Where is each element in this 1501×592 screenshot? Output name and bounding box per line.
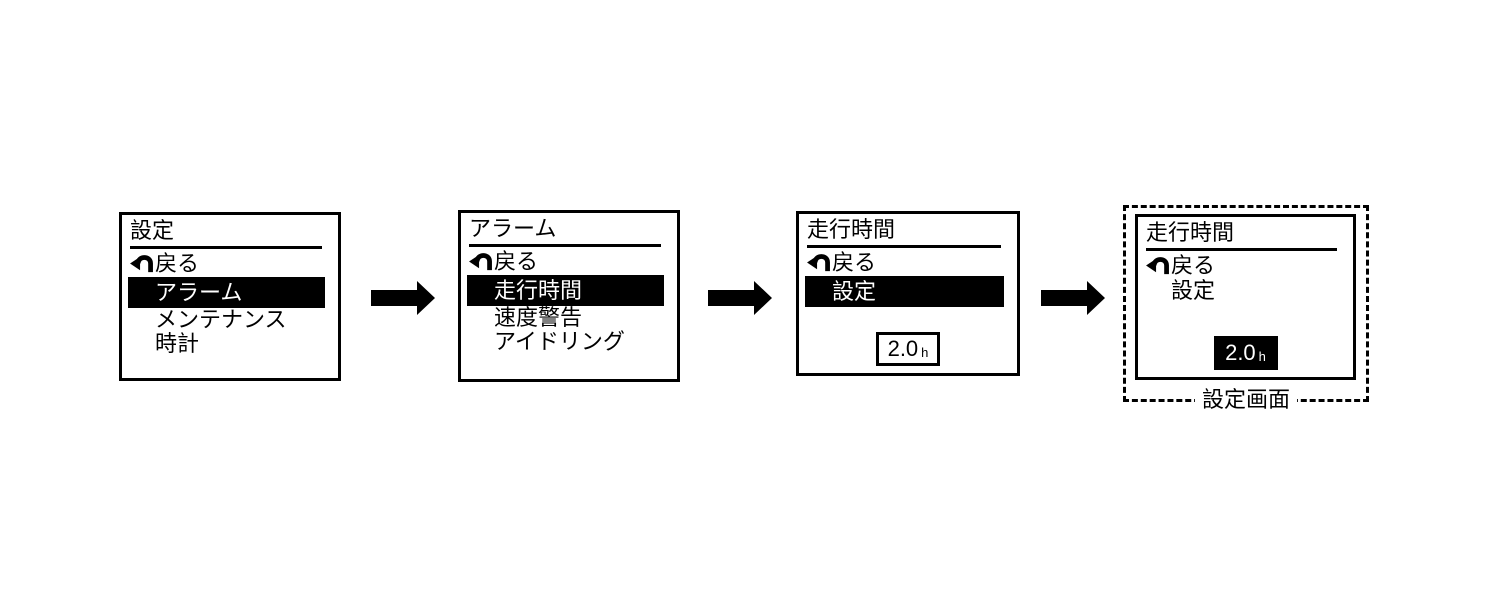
title-divider	[807, 245, 1001, 248]
screen-title: 走行時間	[1146, 220, 1235, 245]
menu-item-setting[interactable]: 設定	[805, 276, 1004, 307]
menu-item-alarm[interactable]: アラーム	[128, 277, 325, 308]
menu-item-driving-time[interactable]: 走行時間	[467, 275, 664, 306]
menu-item-clock[interactable]: 時計	[155, 331, 200, 356]
duration-unit: h	[1258, 348, 1266, 364]
screen-setting-value: 走行時間 戻る 設定 2.0 h	[1135, 214, 1356, 380]
duration-value: 2.0	[887, 336, 919, 361]
duration-value-box[interactable]: 2.0 h	[876, 332, 940, 366]
menu-item-back[interactable]: 戻る	[807, 250, 1017, 276]
duration-value: 2.0	[1225, 340, 1256, 365]
title-divider	[130, 246, 322, 249]
flow-arrow-icon	[1041, 281, 1105, 315]
menu-item-idling[interactable]: アイドリング	[494, 329, 625, 354]
title-divider	[469, 244, 661, 247]
duration-value-box[interactable]: 2.0 h	[1213, 336, 1278, 370]
screen-alarm: アラーム 戻る 走行時間 速度警告 アイドリング	[458, 210, 680, 382]
menu-item-back[interactable]: 戻る	[469, 249, 677, 275]
menu-item-setting[interactable]: 設定	[1171, 278, 1216, 303]
screen-title: 走行時間	[807, 217, 896, 242]
title-divider	[1146, 248, 1337, 251]
menu-item-maintenance[interactable]: メンテナンス	[155, 307, 287, 332]
menu-item-back[interactable]: 戻る	[1146, 253, 1353, 279]
return-arrow-icon	[130, 254, 153, 275]
flow-arrow-icon	[708, 281, 772, 315]
back-label: 戻る	[832, 250, 877, 275]
screen-title: 設定	[130, 218, 175, 243]
back-label: 戻る	[155, 251, 200, 276]
return-arrow-icon	[807, 253, 830, 274]
screen-settings: 設定 戻る アラーム メンテナンス 時計	[119, 212, 341, 381]
screen-driving-time: 走行時間 戻る 設定 2.0 h	[796, 211, 1020, 376]
settings-screen-caption: 設定画面	[1194, 387, 1298, 413]
duration-unit: h	[921, 344, 929, 360]
flow-arrow-icon	[371, 281, 435, 315]
back-label: 戻る	[1171, 253, 1216, 278]
screen-title: アラーム	[469, 216, 557, 241]
settings-screen-frame: 走行時間 戻る 設定 2.0 h 設定画面	[1123, 205, 1369, 413]
back-label: 戻る	[494, 249, 539, 274]
return-arrow-icon	[1146, 256, 1169, 277]
menu-item-back[interactable]: 戻る	[130, 251, 338, 277]
menu-item-speed-warning[interactable]: 速度警告	[494, 305, 583, 330]
return-arrow-icon	[469, 252, 492, 273]
